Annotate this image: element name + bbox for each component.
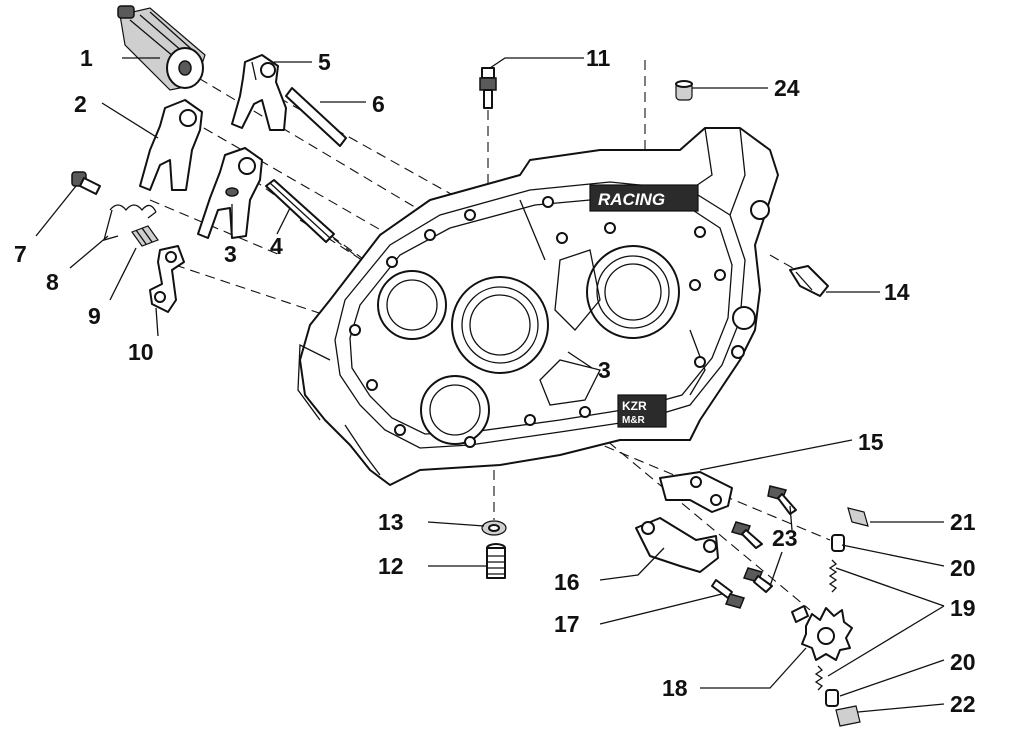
callout-16: 16 [554, 569, 580, 595]
callout-5: 5 [318, 49, 331, 75]
part-fork-rod-upper [285, 87, 347, 147]
part-screw-17 [711, 579, 746, 609]
callout-24: 24 [774, 75, 800, 101]
part-drain-plug-12 [486, 543, 506, 579]
callout-10: 10 [128, 339, 154, 365]
callout-8: 8 [46, 269, 59, 295]
part-bolt-7 [71, 171, 101, 195]
callout-14: 14 [884, 279, 910, 305]
racing-logo: RACING [589, 184, 699, 212]
part-fork-rod-lower [265, 179, 335, 243]
crankcase-half: RACING KZR M&R [297, 127, 779, 486]
callout-12: 12 [378, 553, 404, 579]
part-gasket-16 [635, 517, 719, 573]
racing-logo-text: RACING [598, 190, 665, 209]
callout-2: 2 [74, 91, 87, 117]
part-shift-fork-middle [197, 147, 263, 239]
part-springs-19 [814, 559, 838, 691]
part-cap-22 [835, 705, 861, 727]
callout-20-lower: 20 [950, 649, 976, 675]
callout-9: 9 [88, 303, 101, 329]
model-plate-line1: KZR [622, 399, 647, 413]
callout-7: 7 [14, 241, 27, 267]
part-screws-23 [730, 485, 797, 593]
model-plate-line2: M&R [622, 415, 646, 426]
callout-3-fork: 3 [224, 241, 237, 267]
part-plug-24 [675, 80, 693, 101]
part-shift-fork-upper [231, 54, 287, 131]
callout-6: 6 [372, 91, 385, 117]
callout-1: 1 [80, 45, 93, 71]
callout-23: 23 [772, 525, 798, 551]
part-collar-9 [131, 225, 159, 247]
callout-4: 4 [270, 233, 283, 259]
callout-20-upper: 20 [950, 555, 976, 581]
callout-numbers: 1 2 3 3 4 5 6 7 8 9 10 11 12 13 14 15 16… [14, 45, 976, 717]
model-plate: KZR M&R [617, 394, 667, 428]
part-shift-fork-left [139, 99, 203, 191]
part-clip-21 [847, 507, 869, 527]
part-shift-drum [117, 5, 206, 91]
callout-22: 22 [950, 691, 976, 717]
callout-11: 11 [586, 45, 611, 71]
part-washer-13 [481, 520, 507, 536]
callout-15: 15 [858, 429, 884, 455]
part-fitting-11 [479, 67, 497, 109]
part-lever-10 [149, 245, 185, 313]
callout-17: 17 [554, 611, 580, 637]
leader-lines [35, 57, 945, 713]
part-valve-14 [789, 265, 829, 297]
part-oil-pump-gear-18 [791, 605, 853, 661]
callout-18: 18 [662, 675, 688, 701]
part-cover-plate-15 [659, 471, 733, 513]
part-pins-20 [825, 534, 845, 707]
callout-19: 19 [950, 595, 976, 621]
callout-21: 21 [950, 509, 976, 535]
callout-3-case: 3 [598, 357, 611, 383]
callout-13: 13 [378, 509, 404, 535]
